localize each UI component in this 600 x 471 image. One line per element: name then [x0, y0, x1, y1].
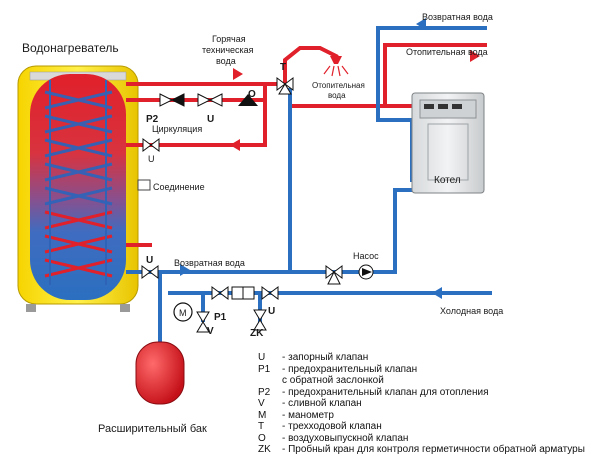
flow-arrows [180, 18, 480, 299]
legend-row-t: T- трехходовой клапан [258, 421, 382, 432]
heater-label: Водонагреватель [22, 41, 119, 55]
return-water-top-label: Возвратная вода [422, 12, 493, 22]
symbol-U4: U [268, 306, 275, 317]
symbol-U3: U [146, 255, 153, 266]
heating-water-mid-label-1: Отопительная [312, 81, 365, 90]
legend-row-p2: P2- предохранительный клапан для отоплен… [258, 386, 489, 398]
symbol-V: V [207, 326, 214, 337]
expansion-tank-label: Расширительный бак [98, 423, 207, 435]
check-valve-icon [159, 93, 185, 107]
boiler [411, 92, 485, 194]
heating-water-mid-label-2: вода [328, 91, 346, 100]
legend-row-v: V- сливной клапан [258, 398, 362, 409]
hot-water-label-3: вода [216, 56, 236, 66]
cold-shutoff-valve-icon [261, 286, 279, 300]
connection-label: Соединение [153, 182, 205, 192]
hot-water-label-2: техническая [202, 45, 254, 55]
return-water-bottom-label: Возвратная вода [174, 258, 245, 268]
symbol-P2: P2 [146, 114, 159, 125]
heating-water-top-label: Отопительная вода [406, 47, 488, 57]
manometer-icon [173, 302, 193, 322]
test-tap-icon [253, 309, 267, 331]
legend-row-u: U- запорный клапан [258, 352, 369, 363]
legend-row-zk: ZK- Пробный кран для контроля герметично… [258, 444, 585, 455]
legend-row-o: O- воздуховыпускной клапан [258, 432, 409, 444]
symbol-U2: U [148, 154, 155, 164]
circulation-valve-icon [142, 138, 160, 152]
symbol-ZK: ZK [250, 328, 264, 339]
symbol-P1: P1 [214, 312, 227, 323]
pump-icon [358, 264, 374, 280]
boiler-label: Котел [434, 175, 461, 186]
symbol-U1: U [207, 114, 214, 125]
safety-valve-icon [211, 286, 229, 300]
return-valve-icon [141, 265, 159, 279]
pump-label: Насос [353, 251, 379, 261]
check-valve-cold-icon [231, 286, 255, 300]
symbol-M: M [179, 308, 187, 318]
symbol-O: O [248, 89, 256, 100]
heating-coil [44, 90, 113, 206]
legend-row-m: M- манометр [258, 409, 334, 421]
hot-water-label-1: Горячая [212, 34, 246, 44]
drain-valve-icon [196, 311, 210, 333]
hot-pipes [126, 43, 487, 247]
shower-icon [323, 56, 349, 77]
cold-water-label: Холодная вода [440, 306, 503, 316]
pump-valve-icon [325, 265, 343, 285]
legend-row-p1: P1- предохранительный клапан [258, 363, 418, 375]
three-way-valve-icon [276, 77, 294, 95]
expansion-tank [135, 330, 185, 405]
circulation-label: Циркуляция [152, 124, 202, 134]
shutoff-valve-icon [197, 93, 223, 107]
air-vent-icon [238, 94, 258, 106]
water-heater [17, 65, 151, 312]
legend: U- запорный клапан P1- предохранительный… [258, 352, 585, 456]
symbol-T: T [280, 62, 286, 73]
legend-row-p1-cont: с обратной заслонкой [282, 375, 384, 386]
